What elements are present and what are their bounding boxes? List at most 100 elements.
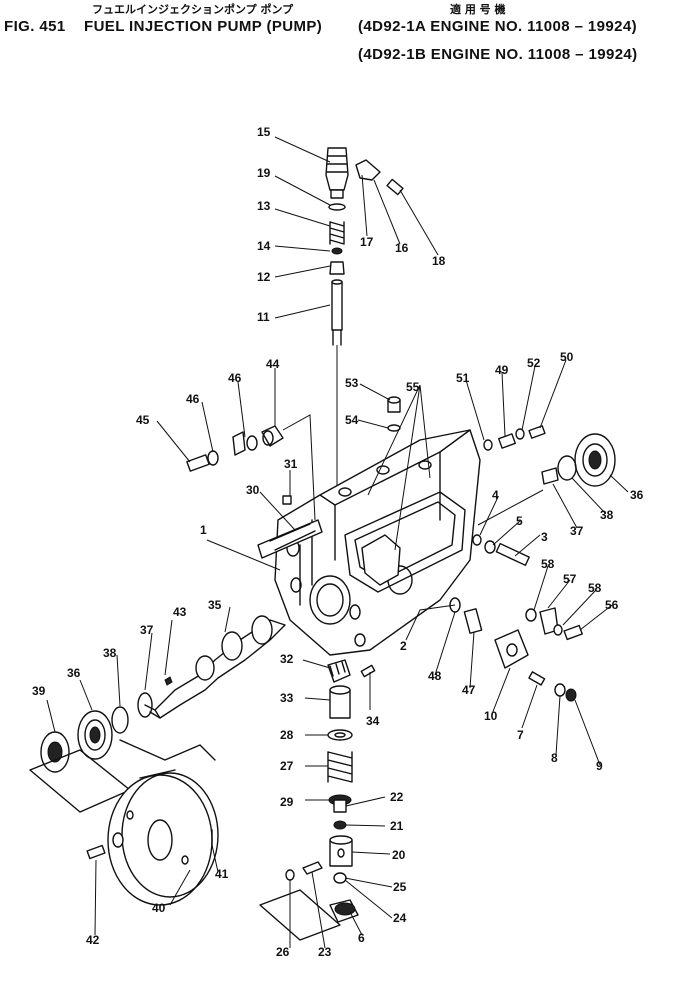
- washer-4: [472, 534, 482, 546]
- part-label-27: 27: [280, 759, 294, 773]
- part-label-24: 24: [393, 911, 407, 925]
- delivery-valve-holder: [325, 147, 349, 199]
- part-label-31: 31: [284, 457, 298, 471]
- side-cover-bolt: [495, 542, 530, 566]
- part-label-1: 1: [200, 523, 207, 537]
- screw-31: [282, 495, 292, 505]
- delivery-valve: [329, 261, 345, 275]
- part-label-46-upper: 46: [228, 371, 242, 385]
- part-label-49: 49: [495, 363, 509, 377]
- bearing-right: [574, 433, 616, 487]
- o-ring: [328, 203, 346, 211]
- part-label-10: 10: [484, 709, 498, 723]
- japanese-applicable-label: 適 用 号 機: [450, 3, 506, 16]
- part-label-45: 45: [136, 413, 150, 427]
- part-label-33: 33: [280, 691, 294, 705]
- part-label-9: 9: [596, 759, 603, 773]
- bolt-47: [463, 608, 483, 634]
- bearing-cover-left: [40, 731, 70, 773]
- control-rack-cover: [361, 534, 401, 586]
- coupling-bolt: [86, 832, 124, 860]
- part-label-50: 50: [560, 350, 574, 364]
- part-label-39: 39: [32, 684, 46, 698]
- part-label-42: 42: [86, 933, 100, 947]
- part-label-17: 17: [360, 235, 374, 249]
- part-label-13: 13: [257, 199, 271, 213]
- part-label-48: 48: [428, 669, 442, 683]
- eye-bolt: [186, 454, 210, 472]
- part-label-51: 51: [456, 371, 470, 385]
- woodruff-key: [164, 676, 173, 686]
- valve-spring: [329, 221, 345, 245]
- part-label-29: 29: [280, 795, 294, 809]
- drive-coupling: [107, 772, 219, 906]
- overflow-screw: [528, 425, 546, 439]
- part-label-55: 55: [406, 380, 420, 394]
- part-label-4: 4: [492, 488, 499, 502]
- part-label-18: 18: [432, 254, 446, 268]
- part-label-6: 6: [358, 931, 365, 945]
- part-label-37-left: 37: [140, 623, 154, 637]
- part-label-36-left: 36: [67, 666, 81, 680]
- part-label-5: 5: [516, 514, 523, 528]
- part-label-43: 43: [173, 605, 187, 619]
- figure-number: FIG. 451: [4, 18, 66, 35]
- part-label-58-upper: 58: [541, 557, 555, 571]
- stud-7: [528, 671, 546, 686]
- part-label-20: 20: [392, 848, 406, 862]
- rack-teeth: [269, 523, 316, 551]
- part-label-14: 14: [257, 239, 271, 253]
- plunger: [333, 799, 347, 813]
- inlet-fitting: [261, 425, 284, 447]
- part-label-58-lower: 58: [588, 581, 602, 595]
- washer-51: [483, 439, 493, 451]
- part-label-37-right: 37: [570, 524, 584, 538]
- bearing-shim-right: [557, 455, 577, 481]
- part-label-53: 53: [345, 376, 359, 390]
- plug-53: [387, 396, 401, 413]
- part-label-19: 19: [257, 166, 271, 180]
- rack-guide-screw: [360, 664, 376, 678]
- part-label-3: 3: [541, 530, 548, 544]
- tappet-shim: [333, 820, 347, 830]
- part-label-46-lower: 46: [186, 392, 200, 406]
- part-label-23: 23: [318, 945, 332, 959]
- plunger-spring: [327, 751, 353, 783]
- spring-seat: [331, 247, 343, 255]
- part-label-47: 47: [462, 683, 476, 697]
- side-cover-gasket: [344, 491, 466, 593]
- japanese-title: フュエルインジェクションポンプ ポンプ: [92, 3, 294, 16]
- part-label-34: 34: [366, 714, 380, 728]
- model-line-1: (4D92-1A ENGINE NO. 11008 – 19924): [358, 18, 638, 35]
- control-rack: [257, 519, 323, 559]
- part-label-44: 44: [266, 357, 280, 371]
- part-label-52: 52: [527, 356, 541, 370]
- banjo-fitting: [525, 607, 563, 636]
- clamp-bolt: [386, 178, 404, 196]
- plunger-barrel: [331, 279, 343, 346]
- part-label-38-left: 38: [103, 646, 117, 660]
- model-line-2: (4D92-1B ENGINE NO. 11008 – 19924): [358, 46, 638, 63]
- banjo-bolt: [563, 624, 583, 641]
- washer-46-lower: [207, 450, 219, 466]
- part-label-8: 8: [551, 751, 558, 765]
- part-label-2: 2: [400, 639, 407, 653]
- figure-title: FUEL INJECTION PUMP (PUMP): [84, 18, 323, 35]
- part-label-11: 11: [257, 310, 270, 324]
- part-label-25: 25: [393, 880, 407, 894]
- part-label-40: 40: [152, 901, 166, 915]
- part-label-41: 41: [215, 867, 229, 881]
- part-label-16: 16: [395, 241, 409, 255]
- exploded-parts-diagram: 15 19 13 14 12 11 17 16 18 44 46 46 45 3…: [29, 125, 644, 959]
- fuel-line-guide: [282, 414, 316, 521]
- guide-pin: [285, 869, 295, 881]
- part-label-7: 7: [517, 728, 524, 742]
- part-label-32: 32: [280, 652, 294, 666]
- bearing-seal-right: [541, 467, 559, 485]
- tappet-pin: [302, 861, 323, 875]
- clamp-plate: [355, 159, 381, 181]
- camshaft: [144, 615, 286, 719]
- overflow-valve: [498, 428, 525, 449]
- part-label-12: 12: [257, 270, 271, 284]
- part-label-36-right: 36: [630, 488, 644, 502]
